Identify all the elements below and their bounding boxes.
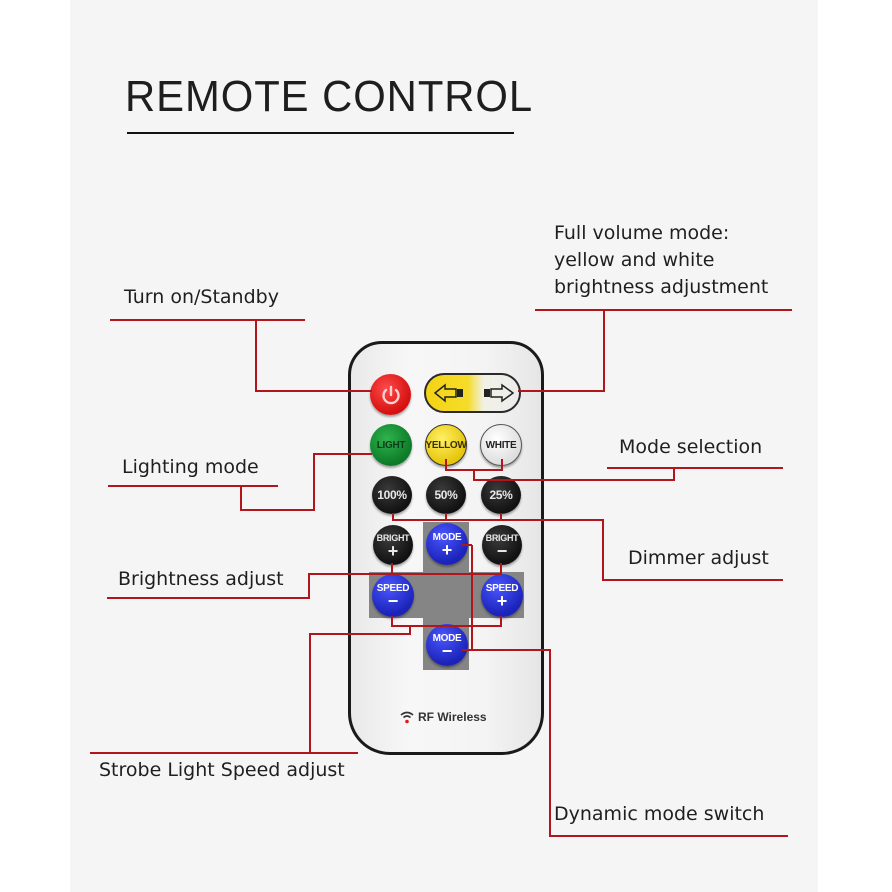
white-button[interactable]: WHITE	[480, 424, 522, 466]
title-underline	[127, 132, 514, 134]
leader-mode-selection-path	[445, 459, 675, 481]
mode-minus-button[interactable]: MODE −	[426, 624, 468, 666]
speed-plus-button[interactable]: SPEED +	[481, 574, 523, 617]
bright-minus-button[interactable]: BRIGHT −	[482, 525, 522, 565]
leader-full-volume-drop	[518, 310, 605, 392]
brand-text: RF Wireless	[418, 710, 487, 724]
label-lighting-mode: Lighting mode	[122, 456, 259, 478]
label-brightness-adjust: Brightness adjust	[118, 568, 284, 590]
leader-dynamic-mode	[471, 545, 788, 837]
label-mode-selection: Mode selection	[619, 436, 763, 458]
leader-lighting-mode-path	[240, 453, 372, 511]
leader-turn-on-drop	[255, 320, 372, 392]
leader-strobe-speed-path	[309, 616, 411, 753]
brightness-25-button[interactable]: 25%	[481, 476, 521, 514]
label-strobe-speed-adjust: Strobe Light Speed adjust	[99, 759, 345, 781]
wifi-icon	[400, 711, 414, 724]
arrow-left-icon[interactable]	[434, 383, 466, 403]
label-full-volume-line3: brightness adjustment	[554, 276, 769, 298]
label-full-volume-line1: Full volume mode:	[554, 222, 730, 244]
arrow-right-icon[interactable]	[482, 383, 516, 403]
power-button[interactable]	[370, 374, 411, 415]
brightness-50-button[interactable]: 50%	[426, 476, 466, 514]
speed-minus-button[interactable]: SPEED −	[372, 574, 414, 617]
leader-brightness-adjust	[107, 563, 393, 599]
label-dimmer-adjust: Dimmer adjust	[628, 547, 769, 569]
leader-dimmer-adjust	[392, 513, 783, 581]
brightness-100-button[interactable]: 100%	[372, 476, 412, 514]
page-title: REMOTE CONTROL	[125, 72, 534, 121]
bright-plus-button[interactable]: BRIGHT +	[373, 525, 413, 565]
mode-plus-button[interactable]: MODE +	[426, 523, 468, 565]
label-turn-on-standby: Turn on/Standby	[124, 286, 279, 308]
rf-wireless-brand: RF Wireless	[400, 710, 487, 724]
label-dynamic-mode-switch: Dynamic mode switch	[554, 803, 765, 825]
label-full-volume-line2: yellow and white	[554, 249, 715, 271]
power-icon	[381, 385, 400, 404]
brightness-rocker[interactable]	[424, 373, 521, 413]
light-button[interactable]: LIGHT	[370, 424, 412, 466]
